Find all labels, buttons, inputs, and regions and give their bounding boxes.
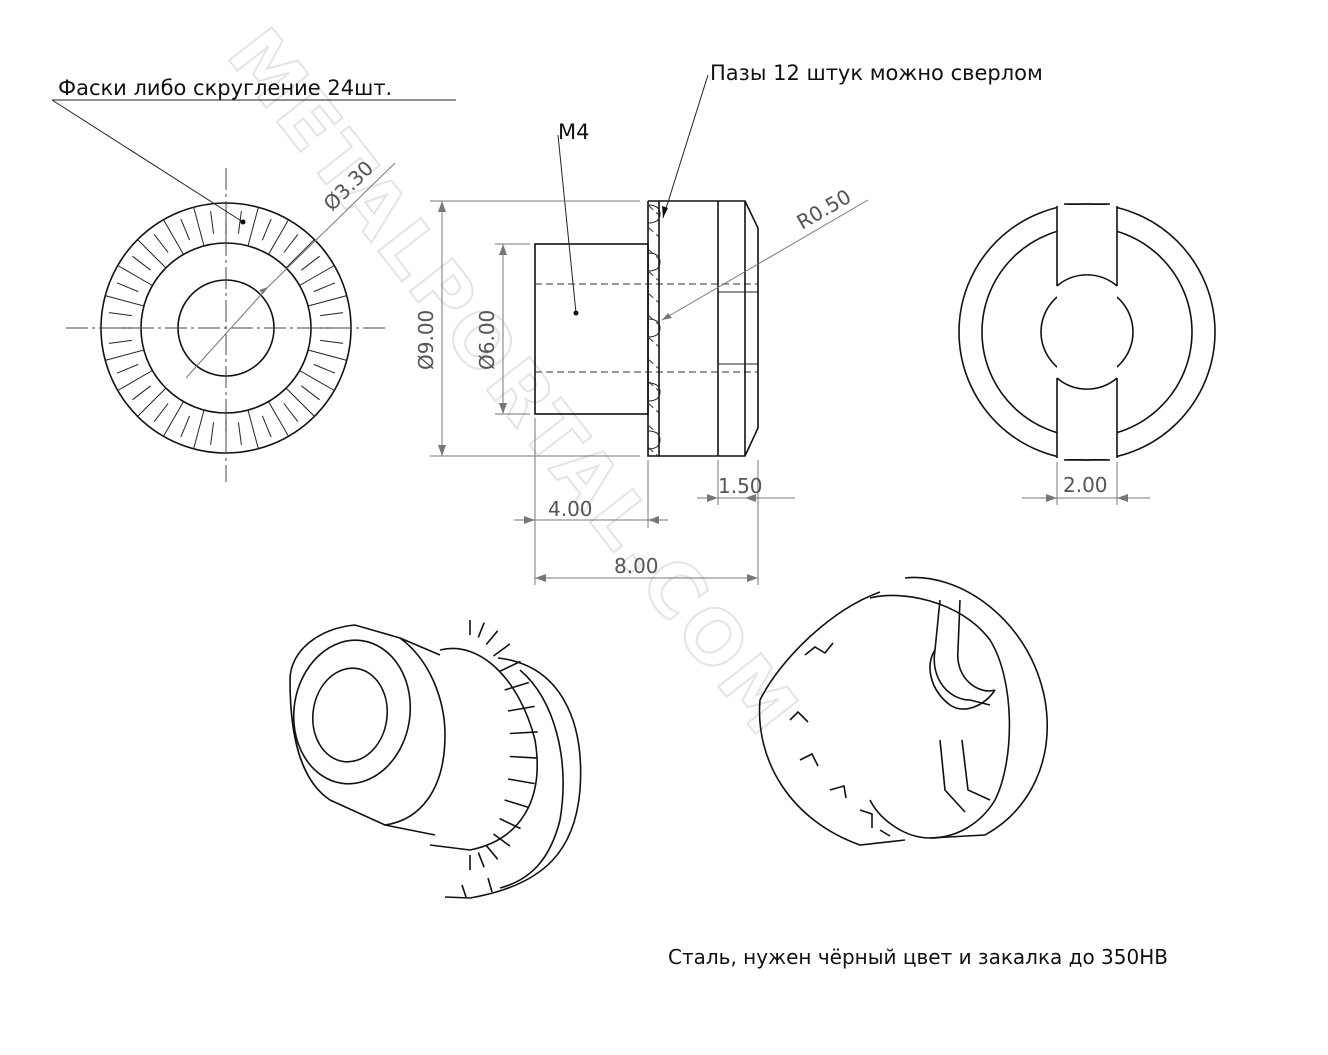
watermark: METALPORTAL.COM [211,13,816,753]
dim-len-total: 8.00 [614,554,659,578]
side-view-slots [647,204,661,458]
dim-len-chamfer: 1.50 [718,474,763,498]
dim-radius: R0.50 [793,184,856,234]
dim-boss: Ø6.00 [475,310,499,370]
dim-slot-width: 2.00 [1063,473,1108,497]
dim-outer: Ø9.00 [414,310,438,370]
note-material: Сталь, нужен чёрный цвет и закалка до 35… [668,945,1168,969]
side-view: M4 Пазы 12 штук можно сверлом R0.50 Ø9.0… [414,61,1043,585]
front-view: Ø3.30 [66,156,396,482]
note-slots: Пазы 12 штук можно сверлом [710,61,1043,85]
front-view-teeth [101,203,351,453]
note-thread: M4 [558,120,589,144]
iso-view-front [289,620,582,899]
iso-view-back [758,576,1048,846]
dim-len-boss: 4.00 [548,497,593,521]
iso-view-teeth [429,620,538,870]
end-view: 2.00 [958,203,1216,505]
note-chamfers: Фаски либо скругление 24шт. [58,76,392,100]
